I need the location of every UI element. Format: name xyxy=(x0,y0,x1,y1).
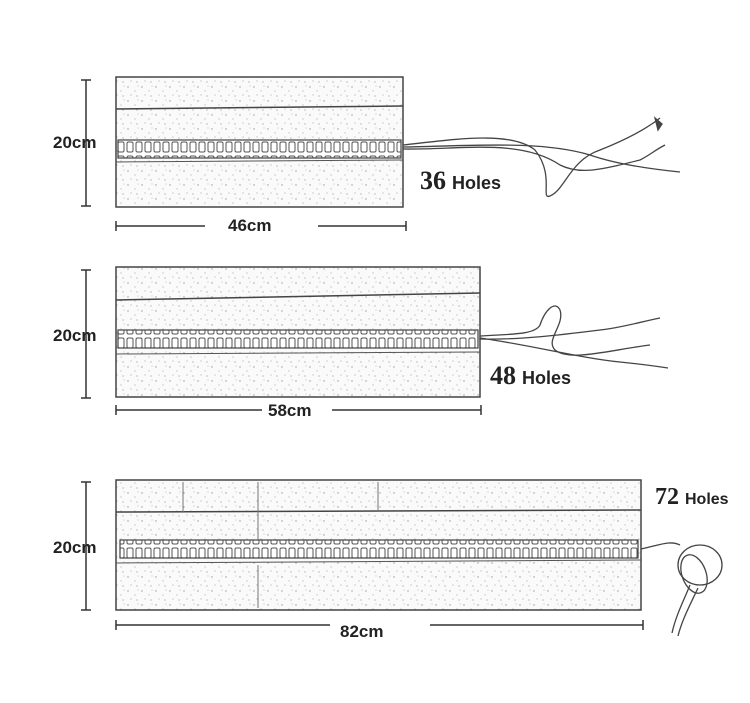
pencil-roll-72 xyxy=(81,479,723,637)
pocket-strip-3 xyxy=(119,539,639,559)
width-dimension-line-1 xyxy=(115,221,407,231)
pocket-strip-1 xyxy=(117,139,402,159)
height-label-3: 20cm xyxy=(53,538,97,557)
tie-string-1 xyxy=(402,116,681,197)
tie-string-3 xyxy=(640,542,723,637)
pencil-roll-48 xyxy=(81,266,669,415)
holes-count-3: 72 xyxy=(655,484,679,510)
height-dimension-line-1 xyxy=(81,79,91,207)
width-label-2: 58cm xyxy=(268,401,312,420)
height-label-2: 20cm xyxy=(53,326,97,345)
width-label-1: 46cm xyxy=(228,216,272,235)
holes-label-2: 48 Holes xyxy=(490,361,571,391)
holes-count-2: 48 xyxy=(490,361,516,390)
height-dimension-line-3 xyxy=(81,481,91,611)
holes-word-3: Holes xyxy=(685,491,729,508)
holes-label-1: 36 Holes xyxy=(420,166,501,196)
width-dimension-line-2 xyxy=(115,405,482,415)
holes-word-1: Holes xyxy=(452,173,502,193)
width-label-3: 82cm xyxy=(340,622,384,641)
height-label-1: 20cm xyxy=(53,133,97,152)
pencil-roll-36 xyxy=(81,76,681,231)
width-dimension-line-3 xyxy=(115,620,644,630)
height-dimension-line-2 xyxy=(81,269,91,399)
tie-string-2 xyxy=(479,305,669,369)
holes-count-1: 36 xyxy=(420,166,446,195)
pocket-strip-2 xyxy=(117,329,479,349)
holes-word-2: Holes xyxy=(522,368,572,388)
holes-label-3: 72 Holes xyxy=(655,484,729,511)
